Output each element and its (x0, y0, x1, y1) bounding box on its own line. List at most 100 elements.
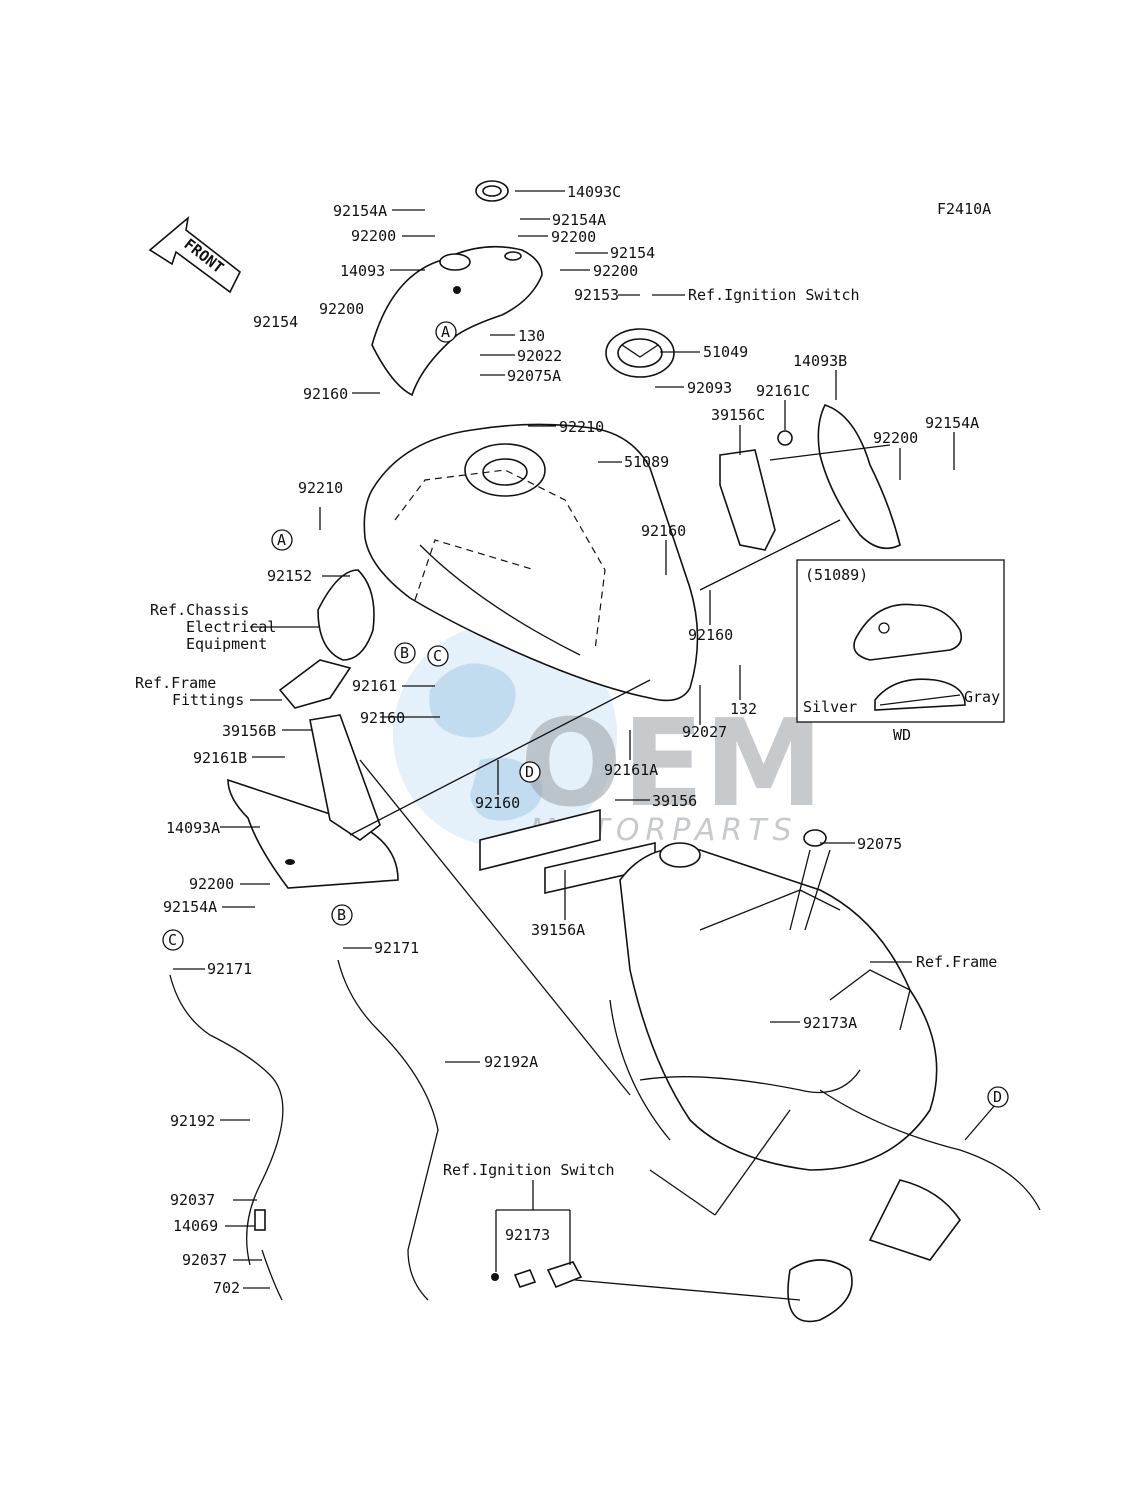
part-ignition-switch-set (491, 1261, 583, 1289)
circle-ref-c1: C (427, 645, 449, 667)
label-92075A: 92075A (507, 367, 561, 385)
part-14093A-side-cover (227, 778, 399, 889)
label-92200: 92200 (319, 300, 364, 318)
label-14093A: 14093A (166, 819, 220, 837)
circle-ref-d1: D (519, 761, 541, 783)
label-132: 132 (730, 700, 757, 718)
label-92200: 92200 (593, 262, 638, 280)
svg-text:B: B (337, 906, 346, 924)
label-ref-chassis: Ref.Chassis (150, 601, 249, 619)
svg-text:A: A (277, 531, 286, 549)
label-ref-ignition-switch-2: Ref.Ignition Switch (443, 1161, 615, 1179)
label-92075: 92075 (857, 835, 902, 853)
label-14093: 14093 (340, 262, 385, 280)
part-39156B-pad (309, 714, 381, 841)
label-92210: 92210 (559, 418, 604, 436)
label-92154: 92154 (610, 244, 655, 262)
inset-gray-label: Gray (964, 688, 1000, 706)
svg-text:C: C (168, 931, 177, 949)
circle-ref-d2: D (987, 1086, 1009, 1108)
label-92022: 92022 (517, 347, 562, 365)
label-702: 702 (213, 1279, 240, 1297)
label-92037: 92037 (182, 1251, 227, 1269)
label-14093B: 14093B (793, 352, 847, 370)
watermark-main: OEM (520, 695, 823, 834)
svg-text:D: D (993, 1088, 1002, 1106)
label-92154A: 92154A (333, 202, 387, 220)
part-92192-hose (169, 974, 284, 1301)
watermark: OEM MOTORPARTS (393, 623, 823, 848)
label-92160: 92160 (475, 794, 520, 812)
label-92200: 92200 (351, 227, 396, 245)
label-39156: 39156 (652, 792, 697, 810)
figure-code: F2410A (937, 200, 991, 218)
label-130: 130 (518, 327, 545, 345)
label-92037: 92037 (170, 1191, 215, 1209)
label-ref-chassis-equipment: Equipment (186, 635, 267, 653)
label-92160: 92160 (641, 522, 686, 540)
inset-silver-label: Silver (803, 698, 857, 716)
label-92154A: 92154A (552, 211, 606, 229)
svg-text:D: D (525, 763, 534, 781)
label-92154: 92154 (253, 313, 298, 331)
part-14093-top-cover (371, 245, 543, 397)
inset-caption: WD (893, 726, 911, 744)
label-92171: 92171 (374, 939, 419, 957)
label-92161B: 92161B (193, 749, 247, 767)
front-arrow-icon: FRONT (148, 215, 242, 294)
part-labels: 14093C 92154A 92154A 92200 92200 92154 9… (135, 183, 997, 1297)
label-92200: 92200 (551, 228, 596, 246)
part-14093C-cap (475, 180, 509, 202)
label-92093: 92093 (687, 379, 732, 397)
label-92161A: 92161A (604, 761, 658, 779)
label-92161C: 92161C (756, 382, 810, 400)
label-92154A: 92154A (925, 414, 979, 432)
svg-text:A: A (441, 323, 450, 341)
label-92152: 92152 (267, 567, 312, 585)
label-92160: 92160 (303, 385, 348, 403)
circle-ref-b1: B (394, 642, 416, 664)
part-39156A-pad (479, 808, 656, 895)
label-92210: 92210 (298, 479, 343, 497)
label-ref-ignition-switch: Ref.Ignition Switch (688, 286, 860, 304)
label-92171: 92171 (207, 960, 252, 978)
label-92200: 92200 (189, 875, 234, 893)
label-92027: 92027 (682, 723, 727, 741)
label-51089: 51089 (624, 453, 669, 471)
label-92160: 92160 (360, 709, 405, 727)
inset-title: (51089) (805, 566, 868, 584)
circle-ref-b2: B (331, 904, 353, 926)
label-ref-frame-fittings: Ref.Frame (135, 674, 216, 692)
label-92192A: 92192A (484, 1053, 538, 1071)
leader-lines (173, 190, 996, 1301)
label-ref-frame-fittings-2: Fittings (172, 691, 244, 709)
part-51049-fuel-cap (605, 328, 675, 378)
label-ref-frame: Ref.Frame (916, 953, 997, 971)
part-51089-fuel-tank (363, 423, 699, 702)
label-92153: 92153 (574, 286, 619, 304)
part-frame (609, 842, 1041, 1323)
part-92075-grommet (803, 829, 827, 847)
label-92154A: 92154A (163, 898, 217, 916)
label-51049: 51049 (703, 343, 748, 361)
label-ref-chassis-electrical: Electrical (186, 618, 276, 636)
label-39156C: 39156C (711, 406, 765, 424)
label-92173A: 92173A (803, 1014, 857, 1032)
circle-ref-a1: A (435, 321, 457, 343)
svg-text:B: B (400, 644, 409, 662)
label-14093C: 14093C (567, 183, 621, 201)
label-14069: 14069 (173, 1217, 218, 1235)
label-92161: 92161 (352, 677, 397, 695)
part-39156C-pad (719, 449, 776, 551)
label-39156B: 39156B (222, 722, 276, 740)
circle-ref-c2: C (162, 929, 184, 951)
circle-ref-a2: A (271, 529, 293, 551)
label-92192: 92192 (170, 1112, 215, 1130)
part-chassis-bracket (278, 569, 375, 709)
part-92192A-hose (337, 959, 439, 1301)
label-92173: 92173 (505, 1226, 550, 1244)
label-92160: 92160 (688, 626, 733, 644)
part-14093B-side-cover (777, 404, 901, 550)
